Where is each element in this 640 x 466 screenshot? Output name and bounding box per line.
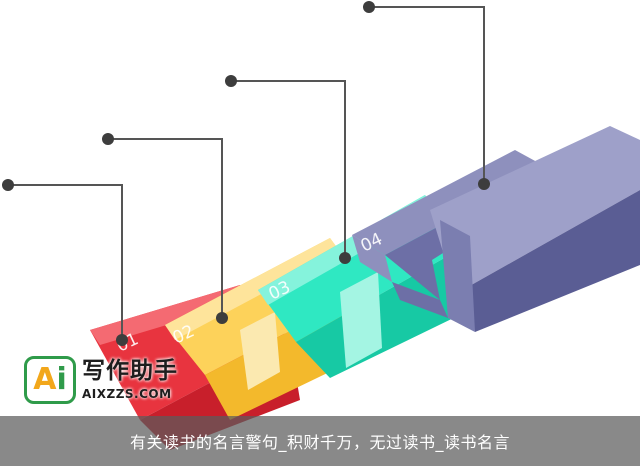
step-block-4 xyxy=(352,126,640,332)
callout-4 xyxy=(363,1,490,190)
caption-text: 有关读书的名言警句_积财千万，无过读书_读书名言 xyxy=(129,433,510,452)
logo-letter-a: A xyxy=(33,362,57,397)
caption-bar: 有关读书的名言警句_积财千万，无过读书_读书名言 xyxy=(0,416,640,466)
logo-letter-i: i xyxy=(56,362,67,397)
callout-2 xyxy=(102,133,228,324)
logo-subtitle: AIXZZS.COM xyxy=(82,387,172,401)
logo-title: 写作助手 xyxy=(82,358,178,384)
callout-3 xyxy=(225,75,351,264)
logo-text: 写作助手 AIXZZS.COM xyxy=(82,358,178,402)
callout-1 xyxy=(2,179,128,346)
